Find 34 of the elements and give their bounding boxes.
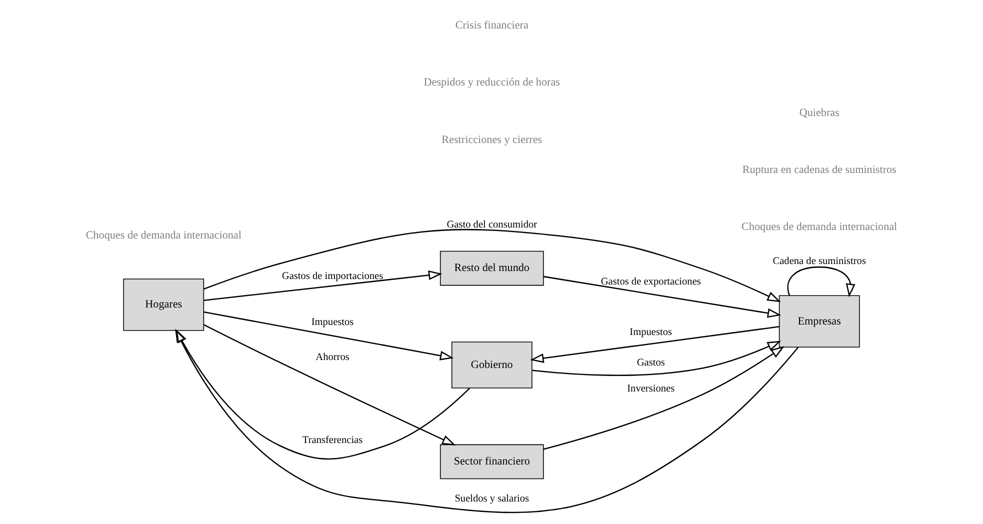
label: Choques de demanda internacional (742, 220, 898, 233)
arrow (204, 228, 781, 302)
node-box: Resto del mundo (440, 250, 544, 286)
edge-label: Ahorros (316, 352, 350, 363)
label: Crisis financiera (455, 20, 528, 32)
arrow (532, 340, 782, 376)
label: Despidos y reducción de horas (424, 76, 560, 89)
arrow (543, 346, 784, 450)
node-box: Hogares (123, 278, 204, 331)
edge-label: Impuestos (311, 316, 354, 328)
node-box: Sector financiero (440, 444, 544, 480)
label: Ruptura en cadenas de suministros (742, 164, 896, 176)
edge-label: Inversiones (627, 383, 675, 394)
arrow (204, 270, 442, 301)
edge-label: Gastos de importaciones (282, 270, 384, 282)
label: Quiebras (799, 106, 840, 119)
arrow (787, 266, 856, 298)
label: Choques de demanda internacional (86, 230, 242, 242)
arrow (176, 329, 470, 460)
arrow (175, 328, 799, 513)
edge-label: Sueldos y salarios (454, 494, 530, 505)
edge-label: Transferencias (302, 435, 363, 446)
edge-label: Gastos de exportaciones (600, 276, 701, 288)
arrow (530, 326, 780, 363)
edge-label: Gasto del consumidor (446, 219, 538, 230)
arrow (203, 324, 456, 446)
edge-label: Gastos (636, 357, 665, 368)
edge-label: Impuestos (630, 327, 672, 338)
arrow (544, 276, 782, 318)
label: Restricciones y cierres (442, 134, 542, 146)
node-box: Empresas (778, 295, 860, 348)
edge-label: Cadena de suministros (772, 256, 866, 268)
node-box: Gobierno (451, 342, 532, 388)
arrow (204, 311, 454, 360)
